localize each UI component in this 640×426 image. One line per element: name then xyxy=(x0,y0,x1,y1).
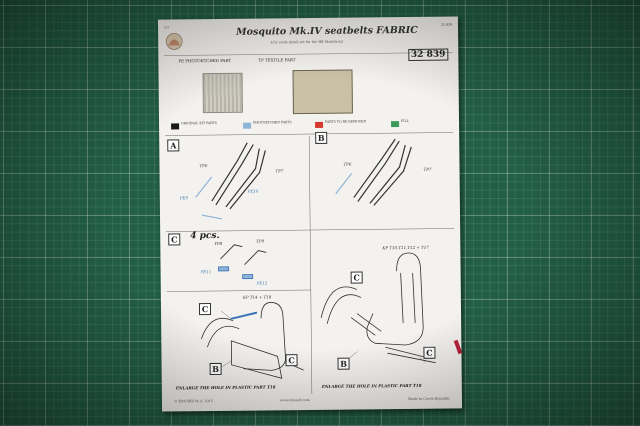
eduard-logo xyxy=(165,33,183,50)
caption-left: ENLARGE THE HOLE IN PLASTIC PART T18 xyxy=(175,384,276,391)
legend-swatch-kit xyxy=(171,123,180,130)
pn-a-tp7: TP7 xyxy=(275,168,284,174)
legend-swatch-remove xyxy=(315,121,324,128)
panel-c-pieces: 4 pcs. xyxy=(190,230,220,242)
pn-b-tp6: TP6 xyxy=(343,161,352,167)
pn-c-tp9: TP9 xyxy=(256,238,265,244)
photoetched-fret xyxy=(202,72,243,114)
panel-a-belts xyxy=(195,142,266,220)
right-seat-drawing xyxy=(320,252,436,364)
callout-lines xyxy=(220,310,426,368)
caption-right: ENLARGE THE HOLE IN PLASTIC PART T18 xyxy=(321,382,422,389)
pn-c-pe12: PE12 xyxy=(256,280,268,286)
textile-fret xyxy=(292,69,353,115)
pn-c-tp8: TP8 xyxy=(214,240,223,247)
sheet-subtitle: 1/32 scale detail set for the HK Models … xyxy=(270,39,344,45)
legend-kit: ORIGINAL KIT PARTS xyxy=(181,120,217,126)
seat-left-c-top: C xyxy=(198,303,212,316)
seat-right-ref: KP T10,T11,T12 + T17 xyxy=(382,244,429,251)
footer-url: www.eduard.com xyxy=(279,398,310,403)
pn-c-pe11: PE11 xyxy=(200,269,212,275)
legend-fill: FILL xyxy=(401,118,409,124)
textile-label: TP TEXTILE PART xyxy=(258,57,296,63)
pn-b-tp7: TP7 xyxy=(423,166,432,172)
seat-left-ref: KP T14 + T18 xyxy=(242,294,272,300)
pn-a-pe9: PE9 xyxy=(179,195,189,201)
instruction-sheet: 1/1 32 839 xyxy=(157,16,463,412)
legend-pe: PHOTOETCHED PARTS xyxy=(253,120,292,125)
legend-swatch-pe xyxy=(243,122,252,129)
panel-c-buckles xyxy=(218,244,267,280)
seat-left-b: B xyxy=(209,362,222,376)
kit-code: 32 839 xyxy=(407,48,449,61)
footer-origin: Made in Czech Republic xyxy=(408,396,450,401)
panel-a-label: A xyxy=(167,139,180,152)
pn-a-tp6: TP6 xyxy=(199,163,208,169)
legend-swatch-fill xyxy=(391,121,400,128)
seat-right-b: B xyxy=(337,357,350,370)
pn-a-pe10: PE10 xyxy=(247,188,259,194)
seat-left-c-bottom: C xyxy=(285,354,298,367)
panel-b-belts xyxy=(335,138,412,206)
photoetched-label: PE PHOTOETCHED PART xyxy=(178,57,232,64)
panel-c-label: C xyxy=(168,233,181,246)
sheet-title: Mosquito Mk.IV seatbelts FABRIC xyxy=(236,24,418,38)
legend-remove: PARTS TO BE REMOVED xyxy=(325,119,367,124)
seat-right-c-bottom: C xyxy=(423,346,436,359)
seat-right-c-top: C xyxy=(350,271,363,284)
panel-b-label: B xyxy=(315,131,328,144)
footer-copyright: © EDUARD M.A. 2015 xyxy=(173,399,213,404)
